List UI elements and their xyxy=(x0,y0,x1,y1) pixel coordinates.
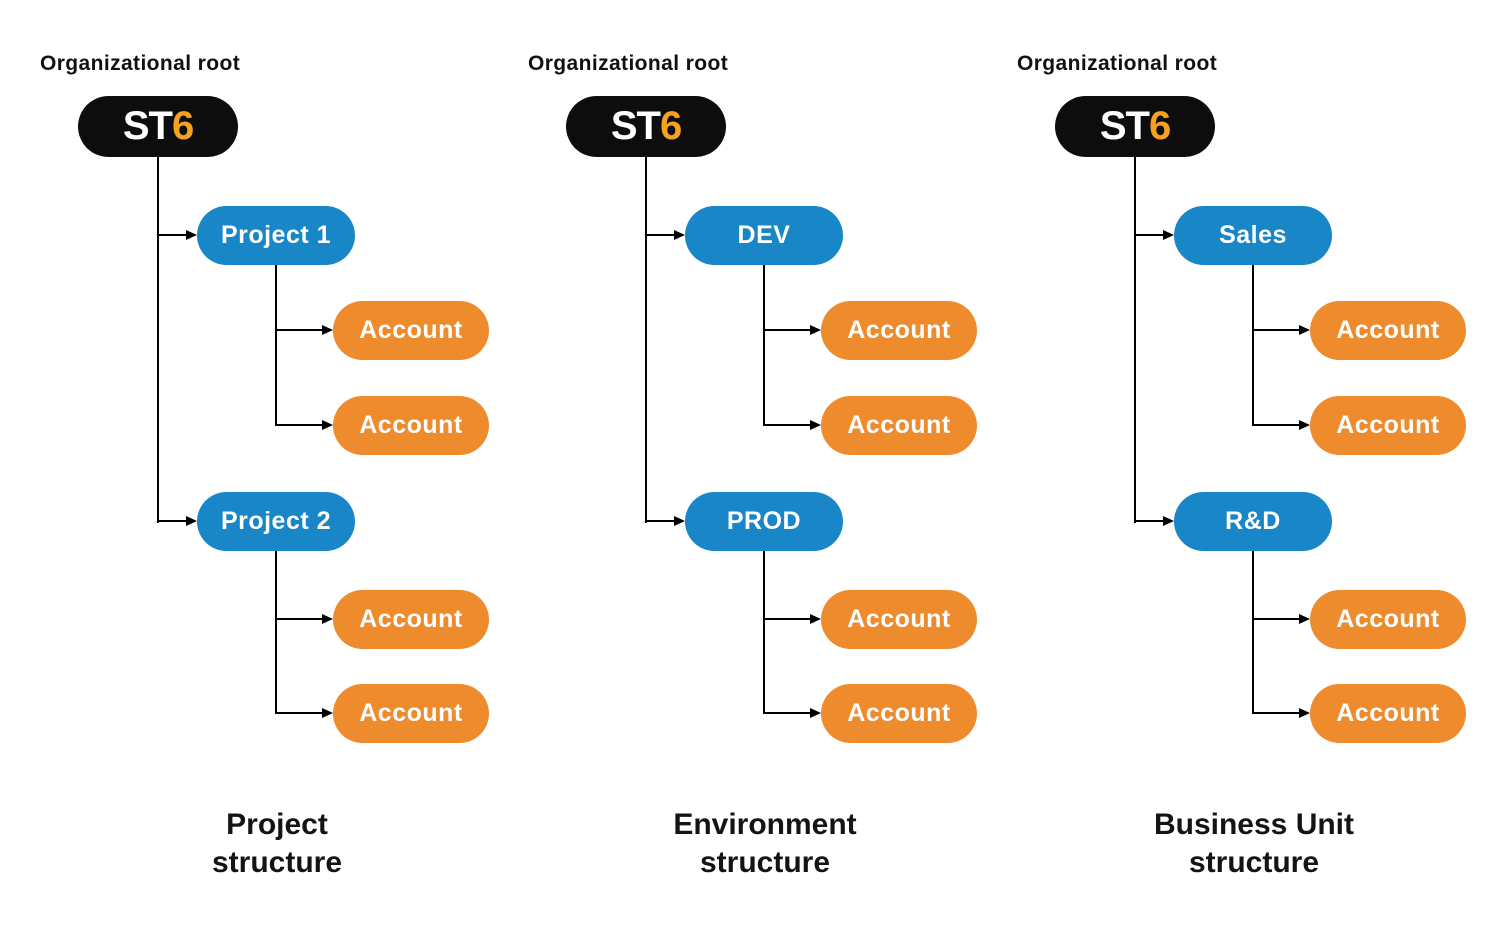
connector-line xyxy=(1134,157,1136,523)
arrowhead-icon xyxy=(1299,708,1310,718)
connector-line xyxy=(763,712,810,714)
column-caption: Project structure xyxy=(40,806,514,882)
arrowhead-icon xyxy=(1299,325,1310,335)
column-caption: Environment structure xyxy=(528,806,1002,882)
arrowhead-icon xyxy=(322,325,333,335)
node-account: Account xyxy=(821,301,977,360)
arrowhead-icon xyxy=(674,516,685,526)
st6-root-node: ST6 xyxy=(566,96,726,157)
connector-line xyxy=(763,424,810,426)
caption-line-2: structure xyxy=(699,846,831,879)
node-account: Account xyxy=(1310,684,1466,743)
caption-line-1: Environment xyxy=(673,808,857,841)
logo-st-text: ST xyxy=(610,104,661,148)
connector-line xyxy=(763,551,765,714)
node-account: Account xyxy=(333,301,489,360)
logo-st-text: ST xyxy=(1099,104,1150,148)
connector-line xyxy=(1252,712,1299,714)
connector-line xyxy=(157,520,186,522)
arrowhead-icon xyxy=(186,516,197,526)
connector-line xyxy=(157,157,159,523)
node-account: Account xyxy=(821,396,977,455)
node-account: Account xyxy=(333,590,489,649)
logo-six-text: 6 xyxy=(1148,104,1171,148)
node-account: Account xyxy=(333,396,489,455)
connector-line xyxy=(1252,618,1299,620)
column-business-unit-structure: Organizational root ST6 Sales Account Ac… xyxy=(1017,0,1491,938)
connector-line xyxy=(1252,265,1254,426)
logo-six-text: 6 xyxy=(171,104,194,148)
arrowhead-icon xyxy=(322,708,333,718)
arrowhead-icon xyxy=(186,230,197,240)
column-project-structure: Organizational root ST6 Project 1 Accoun… xyxy=(40,0,514,938)
node-rnd: R&D xyxy=(1174,492,1332,551)
arrowhead-icon xyxy=(322,420,333,430)
column-caption: Business Unit structure xyxy=(1017,806,1491,882)
arrowhead-icon xyxy=(810,708,821,718)
arrowhead-icon xyxy=(674,230,685,240)
arrowhead-icon xyxy=(810,325,821,335)
caption-line-1: Project xyxy=(226,808,328,841)
st6-root-node: ST6 xyxy=(78,96,238,157)
node-prod: PROD xyxy=(685,492,843,551)
connector-line xyxy=(763,618,810,620)
connector-line xyxy=(645,520,674,522)
connector-line xyxy=(275,265,277,426)
st6-logo: ST6 xyxy=(1099,104,1171,149)
caption-line-2: structure xyxy=(211,846,343,879)
logo-six-text: 6 xyxy=(659,104,682,148)
organizational-root-label: Organizational root xyxy=(528,52,729,75)
column-environment-structure: Organizational root ST6 DEV Account Acco… xyxy=(528,0,1002,938)
node-sales: Sales xyxy=(1174,206,1332,265)
arrowhead-icon xyxy=(322,614,333,624)
node-project-1: Project 1 xyxy=(197,206,355,265)
arrowhead-icon xyxy=(810,420,821,430)
arrowhead-icon xyxy=(1299,420,1310,430)
st6-logo: ST6 xyxy=(122,104,194,149)
connector-line xyxy=(1134,234,1163,236)
node-account: Account xyxy=(821,684,977,743)
connector-line xyxy=(1252,551,1254,714)
node-account: Account xyxy=(821,590,977,649)
connector-line xyxy=(157,234,186,236)
node-account: Account xyxy=(1310,590,1466,649)
node-dev: DEV xyxy=(685,206,843,265)
st6-root-node: ST6 xyxy=(1055,96,1215,157)
connector-line xyxy=(275,618,322,620)
connector-line xyxy=(275,329,322,331)
node-account: Account xyxy=(1310,396,1466,455)
connector-line xyxy=(645,234,674,236)
connector-line xyxy=(1252,424,1299,426)
connector-line xyxy=(763,265,765,426)
node-account: Account xyxy=(333,684,489,743)
connector-line xyxy=(763,329,810,331)
node-account: Account xyxy=(1310,301,1466,360)
logo-st-text: ST xyxy=(122,104,173,148)
connector-line xyxy=(1134,520,1163,522)
arrowhead-icon xyxy=(810,614,821,624)
node-project-2: Project 2 xyxy=(197,492,355,551)
connector-line xyxy=(645,157,647,523)
arrowhead-icon xyxy=(1163,516,1174,526)
arrowhead-icon xyxy=(1299,614,1310,624)
st6-logo: ST6 xyxy=(610,104,682,149)
arrowhead-icon xyxy=(1163,230,1174,240)
organizational-root-label: Organizational root xyxy=(1017,52,1218,75)
organizational-root-label: Organizational root xyxy=(40,52,241,75)
connector-line xyxy=(275,424,322,426)
connector-line xyxy=(275,712,322,714)
connector-line xyxy=(275,551,277,714)
caption-line-1: Business Unit xyxy=(1153,808,1355,841)
caption-line-2: structure xyxy=(1188,846,1320,879)
connector-line xyxy=(1252,329,1299,331)
